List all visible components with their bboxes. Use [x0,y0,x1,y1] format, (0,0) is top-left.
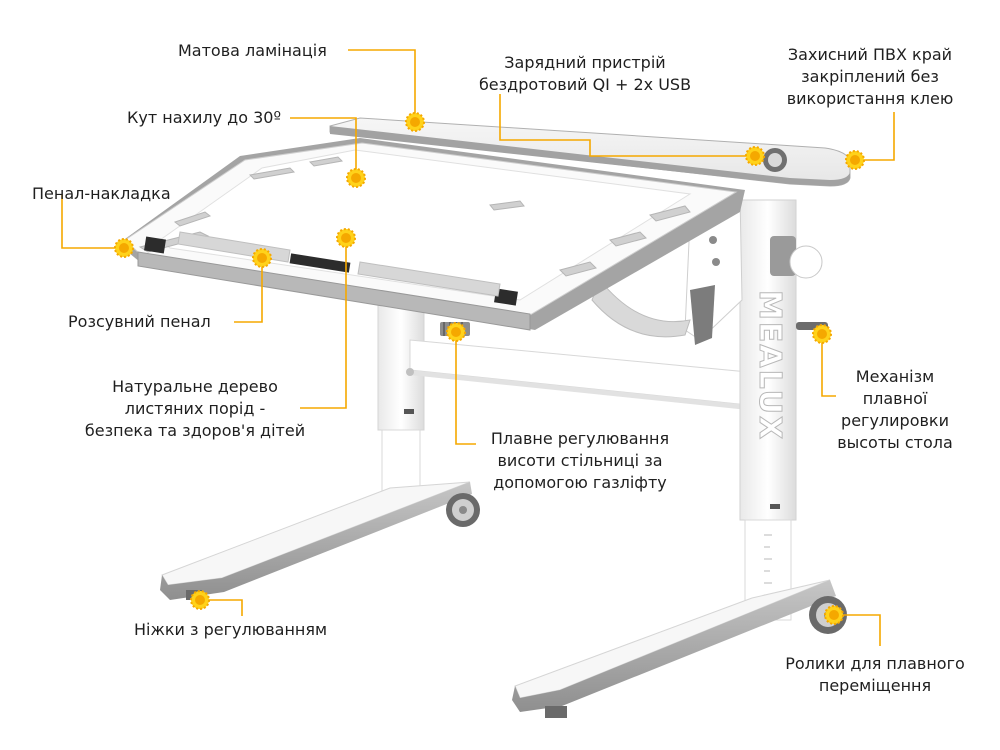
callout-wood-line1: Натуральне дерево [112,377,278,396]
callout-lamination-text: Матова ламінація [178,41,327,60]
callout-legs: Ніжки з регулюванням [134,619,327,641]
marker-wood-icon [336,228,356,248]
marker-lamination-icon [405,112,425,132]
callout-gaslift-line3: допомогою газліфту [493,473,667,492]
line-gaslift [455,332,476,445]
line-wood [300,238,347,409]
callout-pvc-edge-line1: Захисний ПВХ край [787,45,953,64]
callout-mechanism: Механізм плавної регулировки высоты стол… [820,366,970,454]
front-right-leg: MEALUX [512,199,847,718]
line-mechanism [821,334,836,397]
callout-pvc-edge-line3: використання клею [786,89,954,108]
callout-wheels-line1: Ролики для плавного [785,654,965,673]
callout-pvc-edge: Захисний ПВХ край закріплений без викори… [760,44,980,110]
callout-wood-line2: листяних порід - [124,399,266,418]
callout-gaslift-line2: висоти стільниці за [497,451,663,470]
callout-lamination: Матова ламінація [178,40,327,62]
callout-tilt: Кут нахилу до 30º [127,107,281,129]
column-logo: MEALUX [752,290,787,441]
crossbar [406,339,749,410]
marker-legs-icon [190,590,210,610]
back-left-leg [160,299,480,600]
marker-wheels-icon [824,605,844,625]
marker-charger-icon [745,146,765,166]
callout-markers [114,112,865,625]
line-wheels [836,614,881,646]
callout-gaslift-line1: Плавне регулювання [490,429,670,448]
line-lamination [348,49,416,122]
marker-gaslift-icon [446,322,466,342]
callout-legs-text: Ніжки з регулюванням [134,620,328,639]
callout-sliding-case: Розсувний пенал [68,311,211,333]
line-pencil-overlay [61,194,118,249]
callout-mechanism-line2: плавної [862,389,928,408]
callout-wood: Натуральне дерево листяних порід - безпе… [70,376,320,442]
line-sliding-case [234,258,263,323]
callout-charger: Зарядний пристрій бездротовий QI + 2x US… [460,52,710,96]
callout-wheels: Ролики для плавного переміщення [770,653,980,697]
marker-pencil-overlay-icon [114,238,134,258]
line-tilt [290,117,357,178]
callout-mechanism-line3: регулировки [841,411,949,430]
marker-pvc-edge-icon [845,150,865,170]
marker-tilt-icon [346,168,366,188]
callout-wood-line3: безпека та здоров'я дітей [84,421,306,440]
callout-pvc-edge-line2: закріплений без [801,67,939,86]
callout-charger-line2: бездротовий QI + 2x USB [478,75,692,94]
callout-wheels-line2: переміщення [818,676,932,695]
line-charger [499,94,755,157]
tilted-tabletop [118,138,745,331]
callout-mechanism-line1: Механізм [855,367,935,386]
callout-tilt-text: Кут нахилу до 30º [127,108,281,127]
height-crank [770,236,828,330]
callout-lines [61,49,895,646]
marker-sliding-case-icon [252,248,272,268]
callout-charger-line1: Зарядний пристрій [504,53,666,72]
callout-mechanism-line4: высоты стола [837,433,953,452]
marker-mechanism-icon [812,324,832,344]
callout-sliding-case-text: Розсувний пенал [68,312,211,331]
callout-gaslift: Плавне регулювання висоти стільниці за д… [470,428,690,494]
callout-pencil-overlay-text: Пенал-накладка [32,184,171,203]
callout-pencil-overlay: Пенал-накладка [32,183,171,205]
line-pvc-edge [857,112,895,161]
line-legs [200,599,243,616]
